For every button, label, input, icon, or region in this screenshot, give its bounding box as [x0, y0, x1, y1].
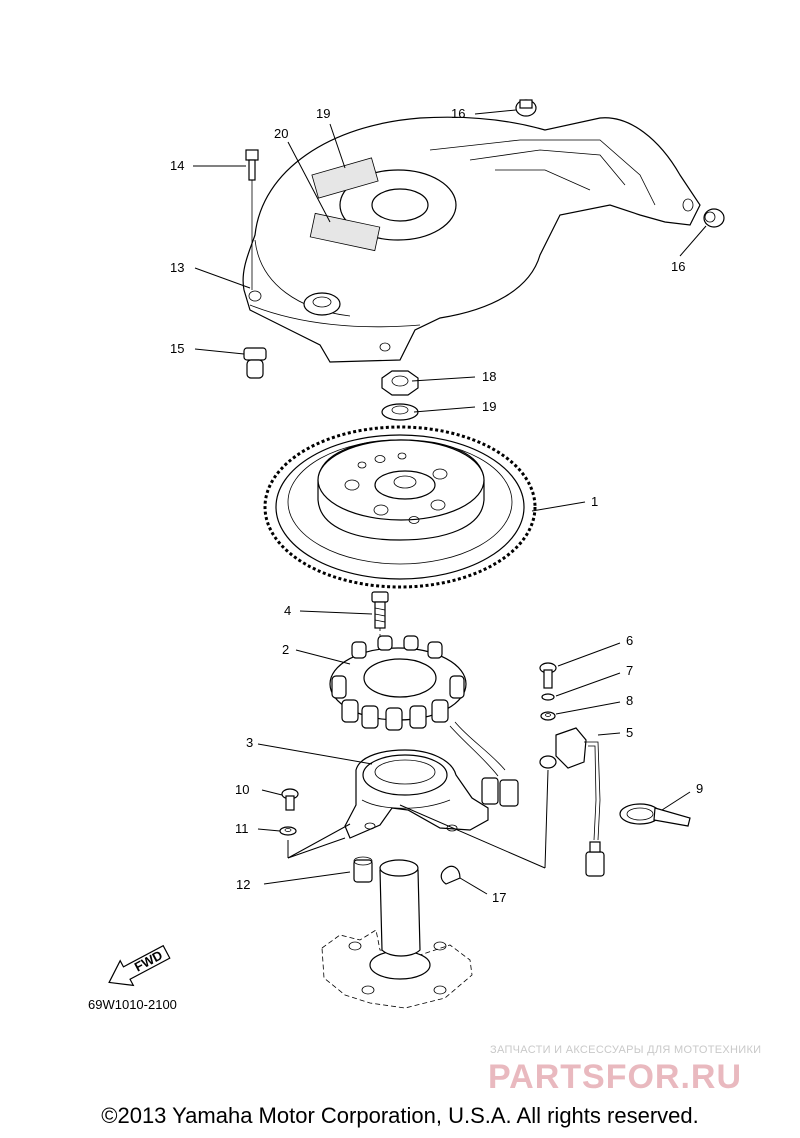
leader-lines — [193, 109, 707, 895]
callout-11: 11 — [235, 821, 249, 836]
callout-4: 4 — [284, 603, 291, 618]
cover-label-21 — [309, 212, 381, 252]
callout-15: 15 — [170, 341, 184, 356]
stator-base-plate — [344, 749, 489, 839]
cover-label-20 — [311, 157, 379, 199]
callout-17: 17 — [492, 890, 506, 905]
callout-13: 13 — [170, 260, 184, 275]
callout-12: 12 — [236, 877, 250, 892]
lock-washer-7 — [541, 693, 555, 701]
fwd-label: FWD — [132, 947, 165, 974]
forward-direction-arrow: FWD — [108, 944, 171, 987]
callout-20: 19 — [316, 106, 330, 121]
crankshaft-and-crankcase — [321, 859, 473, 1009]
callout-labels: 19 20 14 13 15 16 16 18 19 19 1 4 2 3 6 … — [170, 106, 703, 905]
watermark-tagline: ЗАПЧАСТИ И АКСЕССУАРЫ ДЛЯ МОТОТЕХНИКИ — [490, 1044, 762, 1056]
callout-10: 10 — [235, 782, 249, 797]
washer-8 — [540, 711, 556, 721]
grommet-15 — [243, 347, 267, 379]
diagram-code: 69W1010-2100 — [88, 997, 177, 1012]
callout-7: 7 — [626, 663, 633, 678]
screw-6 — [539, 662, 557, 689]
copyright-notice: ©2013 Yamaha Motor Corporation, U.S.A. A… — [101, 1103, 699, 1128]
grommet-16-right — [703, 208, 725, 228]
callout-1: 1 — [591, 494, 598, 509]
callout-14: 14 — [170, 158, 184, 173]
callout-19-text: 19 — [482, 399, 496, 414]
bolt-14 — [245, 149, 259, 290]
callout-3: 3 — [246, 735, 253, 750]
callout-8: 8 — [626, 693, 633, 708]
callout-2: 2 — [282, 642, 289, 657]
callout-6: 6 — [626, 633, 633, 648]
washer-11 — [279, 826, 297, 836]
watermark-logo: PARTSFOR.RU — [488, 1058, 743, 1096]
callout-5: 5 — [626, 725, 633, 740]
flywheel-cover — [242, 116, 701, 363]
nut-18 — [381, 370, 419, 396]
grommet-16-top — [515, 99, 537, 117]
cable-clamp-9 — [619, 803, 691, 827]
flywheel-rotor — [263, 425, 537, 589]
collar-12 — [353, 856, 373, 883]
screw-10 — [281, 788, 299, 811]
washer-19 — [381, 403, 419, 421]
callout-21: 20 — [274, 126, 288, 141]
callout-18: 18 — [482, 369, 496, 384]
callout-9: 9 — [696, 781, 703, 796]
woodruff-key-17 — [440, 865, 461, 885]
pulser-coil-5 — [539, 727, 605, 877]
stator-coil — [329, 635, 519, 807]
callout-16-right: 16 — [671, 259, 685, 274]
callout-16-top: 16 — [451, 106, 465, 121]
